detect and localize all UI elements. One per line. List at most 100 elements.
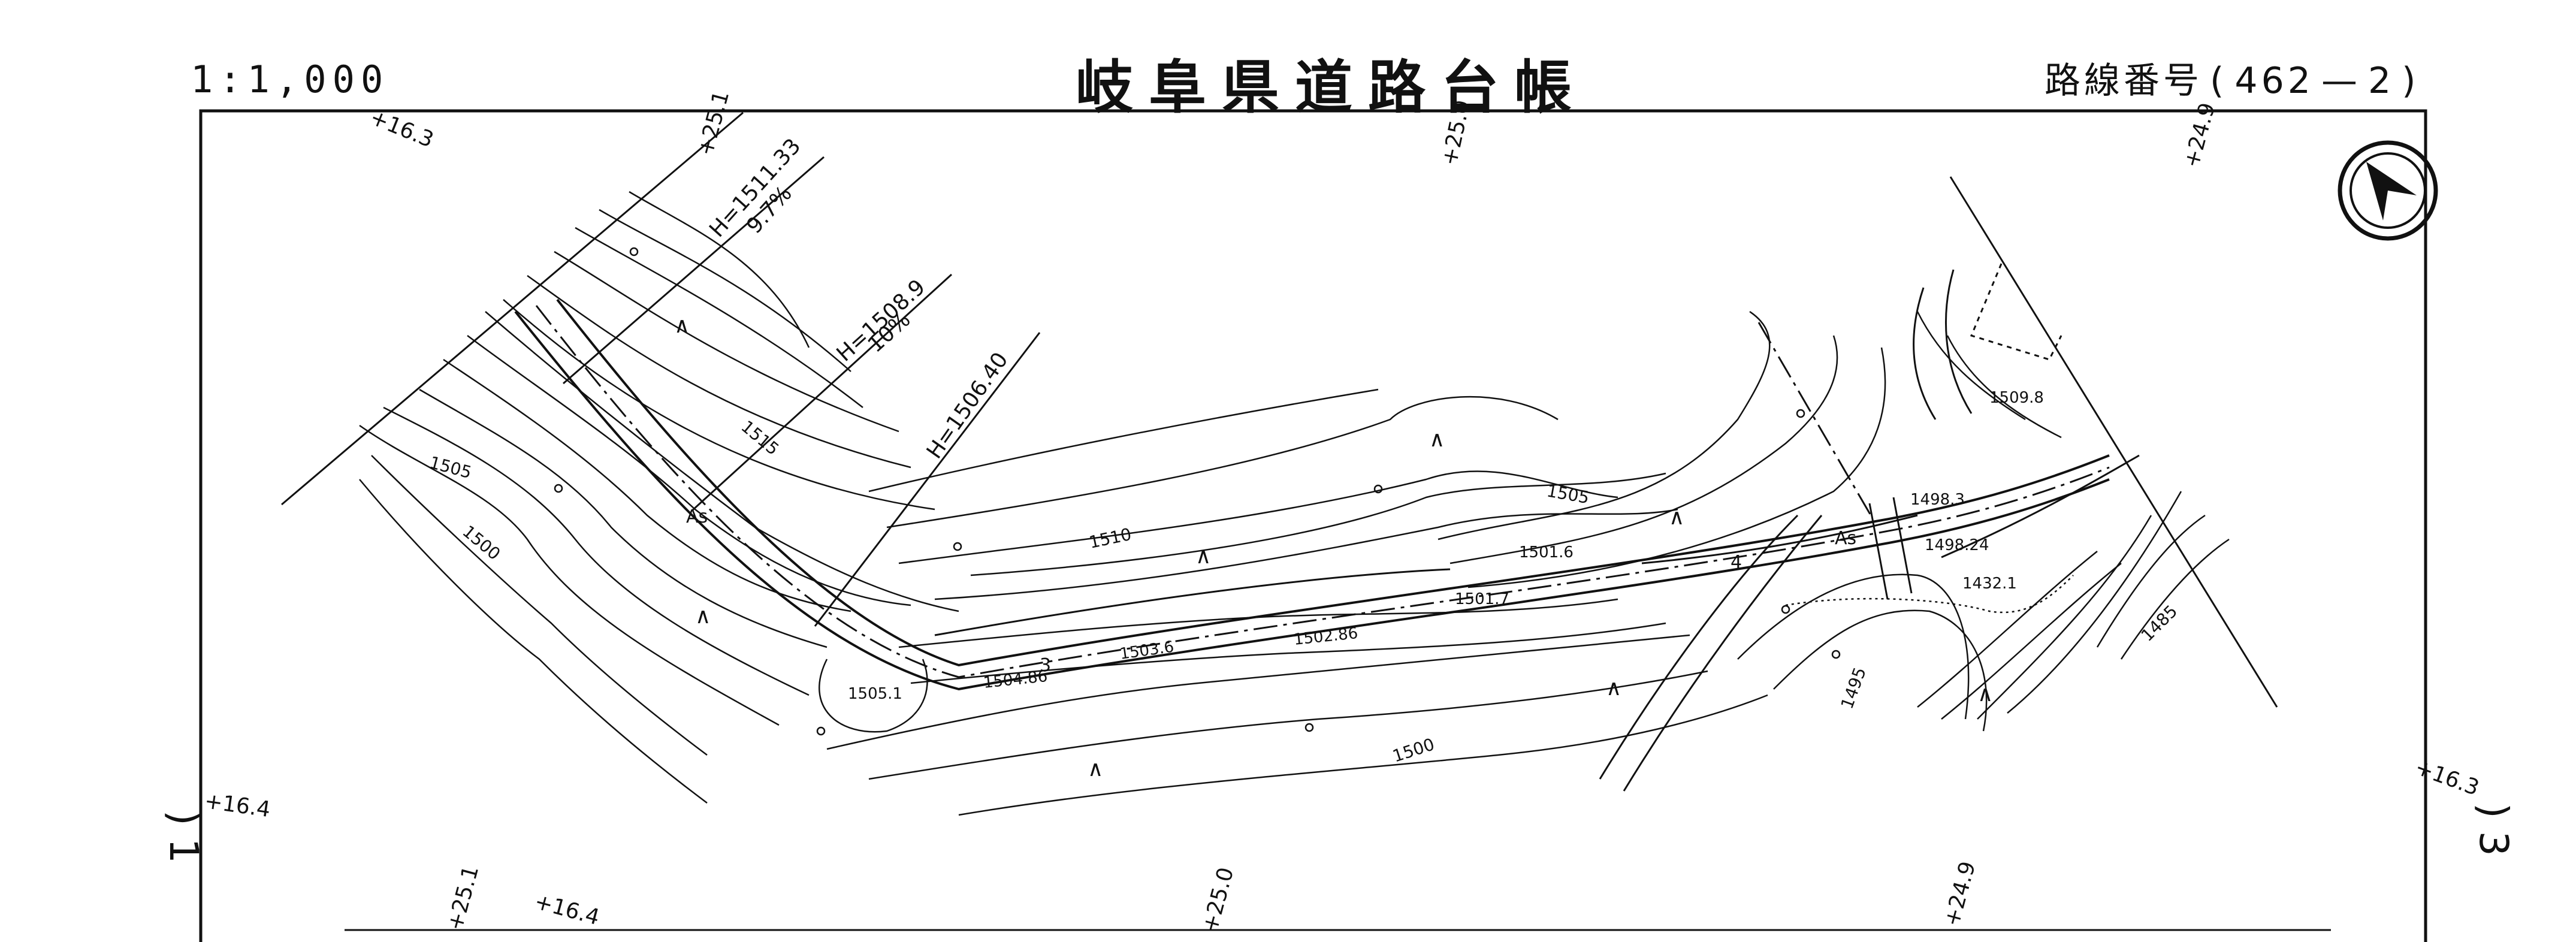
contour-line [1916,311,2026,421]
contour-line [2007,491,2182,714]
road-edge-line [1913,269,1973,420]
tree-symbol [629,247,639,256]
contour-line [868,388,1379,493]
contour-line [554,250,899,433]
section-line [814,332,1041,627]
grass-symbol: ∧ [1195,544,1211,569]
contour-line [2096,514,2206,648]
road-edge-line [556,298,2110,667]
contour-line [383,406,810,696]
contour-line [1438,310,1771,541]
station-label: +25.1 [443,863,484,933]
contour-line [443,358,851,612]
ground-line [1785,575,2074,614]
spot-height: 1502.86 [1293,624,1359,649]
contour-line [467,334,911,606]
contour-line [898,470,1618,564]
station-label: +25.0 [1198,865,1239,935]
station-label: +16.4 [203,789,272,822]
station-label: +25.0 [1438,98,1475,167]
contour-line [527,274,911,469]
contour-line [371,455,708,756]
spot-height: 1503.6 [1119,638,1175,663]
contour-line [1917,551,2098,708]
route-sub: 2 [2367,60,2395,102]
spot-height: 1501.7 [1455,590,1509,608]
contour-line [958,694,1768,816]
grass-symbol: ∧ [1669,505,1684,530]
contour-line [934,508,1678,600]
station-label: +16.3 [2412,755,2483,801]
grade-height-label: H=1506.40 [922,348,1013,463]
contour-line [1977,515,2152,720]
grass-symbol: ∧ [695,604,711,629]
map-frame [199,109,2427,942]
contour-line [970,472,1666,576]
road-edge-line [934,568,1451,636]
contour-line [886,395,1559,529]
tree-symbol [816,726,826,736]
contour-line [629,191,810,348]
contour-line [1467,347,1886,588]
route-label: 路線番号 [2045,60,2203,102]
contour-label: 1510 [1088,524,1134,552]
station-label: +25.1 [693,88,734,158]
tree-symbol [1796,409,1805,418]
section-line [281,111,744,506]
spot-height: 1498.3 [1910,491,1965,509]
road-edge-line [1599,514,1823,792]
route-number: 路線番号(462—2) [2045,52,2427,104]
contour-line [1941,563,2122,720]
contour-label: 1505 [427,452,473,482]
contour-line [419,388,828,648]
station-label: +16.4 [532,889,602,930]
station-number: 3 [1040,655,1051,676]
grass-symbol: ∧ [1088,757,1103,781]
spot-height: 1498.24 [1925,536,1989,554]
station-number: 4 [1731,552,1742,573]
contour-line [359,424,780,726]
station-label: +24.9 [1940,859,1980,929]
spot-height: 1505.1 [848,685,902,703]
section-line [1949,176,2278,708]
contour-line [485,311,959,612]
contour-line [1946,335,2062,439]
ground-line [819,659,928,733]
road-center-line [535,305,2110,678]
route-dash: — [2321,60,2361,102]
surface-label: As [1835,528,1856,549]
grass-symbol: ∧ [1977,682,1993,707]
contour-line [868,670,1708,780]
tree-symbol [1304,723,1314,732]
contour-line [1449,335,1838,564]
route-close: ) [2402,60,2420,102]
section-line [691,273,953,512]
grass-symbol: ∧ [1606,676,1621,701]
spot-height: 1501.6 [1519,544,1574,561]
spot-height: 1509.8 [1989,389,2044,407]
contour-label: 1495 [1837,665,1870,711]
contour-line [2120,538,2230,660]
map-scale: 1:1,000 [191,58,389,101]
route-open: ( [2210,60,2228,102]
road-edge-line [1941,454,2140,558]
tree-symbol [554,484,563,493]
tree-symbol [1781,605,1790,614]
contour-line [503,299,935,511]
fence-line [1970,263,2062,361]
section-line [1757,322,1874,519]
contour-line [1773,609,1988,732]
contour-line [599,209,851,372]
route-main: 462 [2234,60,2314,102]
tree-symbol [1831,650,1841,659]
grass-symbol: ∧ [1429,427,1445,452]
contour-line [910,622,1666,684]
grass-symbol: ∧ [674,313,690,338]
north-arrow-icon [2338,140,2438,241]
section-line [563,156,825,385]
tree-symbol [1373,484,1383,494]
road-edge-line [1868,497,1913,600]
contour-line [359,479,708,804]
contour-line [1737,573,1970,720]
